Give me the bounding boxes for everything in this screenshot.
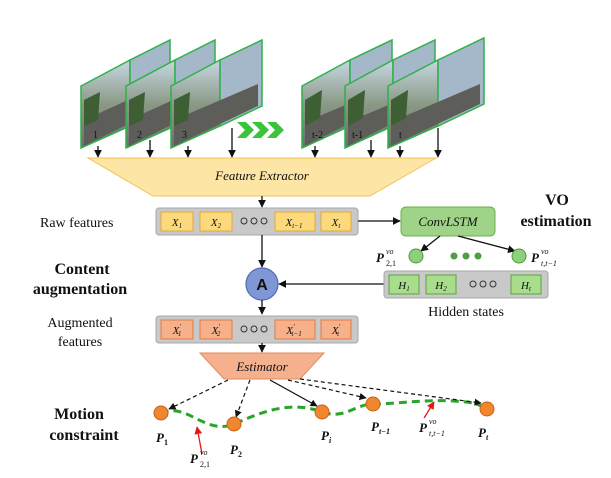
sequence-continue-arrows bbox=[237, 122, 284, 138]
feature-extractor-label: Feature Extractor bbox=[214, 168, 310, 183]
frame-label: 2 bbox=[137, 130, 142, 141]
raw-feature-xt: Xt bbox=[320, 211, 352, 232]
pose-label-t: Pt bbox=[478, 425, 489, 442]
vo-output-dot bbox=[450, 252, 458, 260]
svg-text:vo: vo bbox=[386, 247, 394, 256]
svg-text:P: P bbox=[531, 250, 540, 265]
augmentation-node-label: A bbox=[256, 277, 268, 294]
trajectory-points bbox=[153, 396, 495, 432]
pose-label-t-minus-1: Pt−1 bbox=[371, 419, 390, 436]
convlstm-outputs bbox=[408, 235, 527, 264]
estimator-pose-arrows bbox=[168, 378, 482, 418]
svg-text:vo: vo bbox=[429, 417, 437, 426]
hidden-states-tray: H1 H2 Ht bbox=[383, 270, 549, 299]
relative-pose-label-last: P vo t,t−1 bbox=[419, 417, 445, 438]
relative-pose-annotations: P vo 2,1 P vo t,t−1 bbox=[190, 401, 445, 469]
relative-pose-arrow-first bbox=[194, 426, 203, 455]
svg-text:X′t: X′t bbox=[331, 323, 341, 338]
augmented-features-label-line1: Augmented bbox=[47, 316, 112, 331]
hidden-state-h2: H2 bbox=[425, 274, 457, 295]
svg-text:H1: H1 bbox=[397, 280, 409, 293]
pose-label-1: P1 bbox=[156, 430, 168, 447]
pose-point-i bbox=[314, 404, 330, 420]
pose-point-t bbox=[479, 401, 495, 417]
augmented-feature-xt: X′t bbox=[320, 319, 352, 340]
frame-stack-left: 1 2 3 bbox=[80, 38, 263, 150]
frame-label: t bbox=[399, 130, 402, 141]
raw-features-ellipsis bbox=[240, 217, 268, 225]
estimator-block: Estimator bbox=[198, 352, 326, 380]
hidden-state-ht: Ht bbox=[510, 274, 542, 295]
content-augmentation-title-line2: augmentation bbox=[33, 281, 127, 298]
svg-text:vo: vo bbox=[200, 448, 208, 457]
frame-label: t-1 bbox=[352, 130, 363, 141]
content-augmentation-title-line1: Content bbox=[54, 261, 110, 278]
frame-stack-right: t-2 t-1 t bbox=[301, 36, 485, 150]
svg-text:Xt−1: Xt−1 bbox=[285, 217, 303, 230]
relative-pose-label-first: P vo 2,1 bbox=[190, 448, 210, 469]
vo-output-node-first bbox=[408, 248, 424, 264]
vo-output-dot bbox=[462, 252, 470, 260]
augmented-features-ellipsis bbox=[240, 325, 268, 333]
raw-feature-x1: X1 bbox=[160, 211, 194, 232]
frame-to-extractor-arrows bbox=[94, 128, 442, 158]
augmented-features-tray: X′1 X′2 X′t−1 X′t bbox=[155, 315, 359, 344]
svg-text:P: P bbox=[190, 451, 199, 466]
svg-text:Xt: Xt bbox=[331, 217, 342, 230]
hidden-state-h1: H1 bbox=[388, 274, 420, 295]
augmented-feature-xt-minus-1: X′t−1 bbox=[274, 319, 316, 340]
svg-text:X1: X1 bbox=[171, 217, 182, 230]
convlstm-block: ConvLSTM bbox=[400, 206, 496, 237]
pose-point-2 bbox=[226, 416, 242, 432]
vo-output-dot bbox=[474, 252, 482, 260]
motion-constraint-title-line2: constraint bbox=[49, 427, 119, 444]
frame-label: t-2 bbox=[312, 130, 323, 141]
augmented-features-label-line2: features bbox=[58, 335, 102, 350]
hidden-states-ellipsis bbox=[469, 280, 497, 288]
frame-3: 3 bbox=[170, 38, 263, 150]
svg-text:2,1: 2,1 bbox=[200, 460, 210, 469]
relative-pose-arrow-last bbox=[423, 401, 435, 419]
frame-label: 3 bbox=[182, 130, 187, 141]
augmented-feature-x2: X′2 bbox=[199, 319, 233, 340]
feature-extractor: Feature Extractor bbox=[86, 157, 438, 197]
vo-estimation-title-line2: estimation bbox=[520, 213, 591, 230]
pose-point-t-minus-1 bbox=[365, 396, 381, 412]
pose-label-i: Pi bbox=[321, 428, 332, 445]
trajectory-curve bbox=[160, 399, 488, 428]
pose-labels: P1 P2 Pi Pt−1 Pt bbox=[156, 419, 489, 459]
svg-text:X′2: X′2 bbox=[211, 323, 221, 338]
vo-output-node-last bbox=[511, 248, 527, 264]
svg-text:P: P bbox=[376, 250, 385, 265]
svg-text:P: P bbox=[419, 420, 428, 435]
augmented-feature-x1: X′1 bbox=[160, 319, 194, 340]
frame-label: 1 bbox=[93, 130, 98, 141]
raw-feature-xt-minus-1: Xt−1 bbox=[274, 211, 316, 232]
augmentation-node: A bbox=[245, 267, 279, 301]
svg-text:X2: X2 bbox=[210, 217, 222, 230]
raw-feature-x2: X2 bbox=[199, 211, 233, 232]
motion-constraint-title-line1: Motion bbox=[54, 406, 104, 423]
svg-text:vo: vo bbox=[541, 247, 549, 256]
hidden-states-label: Hidden states bbox=[428, 305, 504, 320]
svg-text:2,1: 2,1 bbox=[386, 259, 396, 268]
svg-text:H2: H2 bbox=[434, 280, 447, 293]
svg-text:t,t−1: t,t−1 bbox=[429, 429, 445, 438]
raw-features-tray: X1 X2 Xt−1 Xt bbox=[155, 207, 359, 236]
pose-point-1 bbox=[153, 405, 169, 421]
convlstm-label: ConvLSTM bbox=[418, 214, 478, 229]
pose-label-2: P2 bbox=[230, 442, 242, 459]
svg-text:Ht: Ht bbox=[520, 280, 532, 293]
vo-pose-last-label: P vo t,t−1 bbox=[531, 247, 557, 268]
estimator-label: Estimator bbox=[235, 359, 288, 374]
svg-text:X′t−1: X′t−1 bbox=[285, 323, 301, 338]
raw-features-label: Raw features bbox=[40, 216, 113, 231]
vo-pose-first-label: P vo 2,1 bbox=[376, 247, 396, 268]
frame-t: t bbox=[387, 36, 485, 150]
vo-estimation-title-line1: VO bbox=[545, 192, 569, 209]
svg-text:X′1: X′1 bbox=[172, 323, 182, 338]
svg-text:t,t−1: t,t−1 bbox=[541, 259, 557, 268]
